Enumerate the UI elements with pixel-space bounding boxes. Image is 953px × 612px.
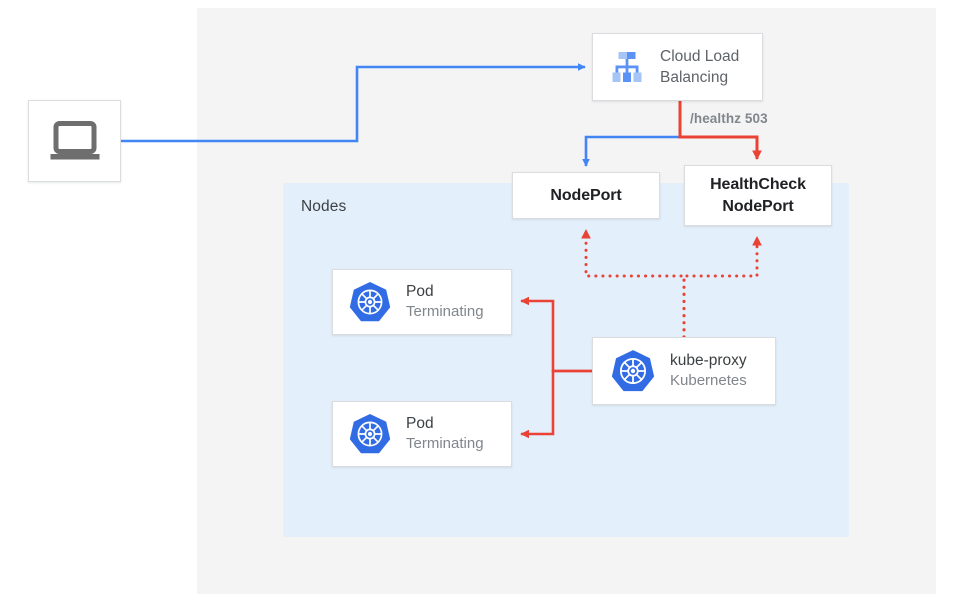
healthcheck-nodeport-card: HealthCheck NodePort — [684, 165, 832, 226]
nodes-region-label: Nodes — [301, 198, 347, 215]
client-device-card — [28, 100, 121, 182]
kubernetes-icon — [610, 348, 656, 394]
kube-proxy-subtitle: Kubernetes — [670, 372, 747, 389]
kube-proxy-text: kube-proxy Kubernetes — [670, 351, 747, 391]
healthcheck-nodeport-line1: HealthCheck — [710, 175, 806, 193]
cloud-load-balancing-icon — [607, 47, 647, 87]
kubernetes-icon — [348, 280, 392, 324]
pod-text: Pod Terminating — [406, 282, 484, 322]
laptop-icon — [48, 121, 102, 161]
nodeport-card: NodePort — [512, 172, 660, 219]
kube-proxy-card: kube-proxy Kubernetes — [592, 337, 776, 405]
cloud-load-balancing-label: Cloud Load Balancing — [660, 46, 739, 88]
pod-title: Pod — [406, 283, 434, 300]
healthcheck-nodeport-label: HealthCheck NodePort — [685, 174, 831, 218]
kube-proxy-title: kube-proxy — [670, 352, 747, 369]
pod-card: Pod Terminating — [332, 269, 512, 335]
healthz-edge-label: /healthz 503 — [690, 111, 768, 126]
cloud-load-balancing-card: Cloud Load Balancing — [592, 33, 763, 101]
pod-title: Pod — [406, 415, 434, 432]
pod-status: Terminating — [406, 435, 484, 452]
pod-card: Pod Terminating — [332, 401, 512, 467]
pod-text: Pod Terminating — [406, 414, 484, 454]
cloud-load-balancing-line1: Cloud Load — [660, 48, 740, 65]
pod-status: Terminating — [406, 303, 484, 320]
cloud-load-balancing-line2: Balancing — [660, 69, 729, 86]
kubernetes-icon — [348, 412, 392, 456]
healthcheck-nodeport-line2: NodePort — [722, 197, 794, 215]
nodeport-label: NodePort — [550, 186, 622, 204]
